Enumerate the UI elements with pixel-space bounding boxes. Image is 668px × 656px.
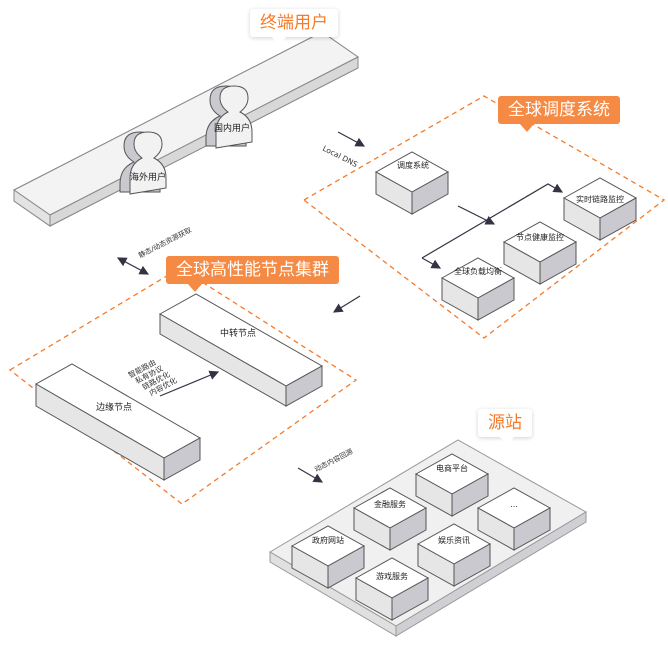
- static-dynamic-access-arrow: [116, 257, 150, 275]
- origin-callout: 源站: [478, 409, 532, 445]
- ecommerce-box: [414, 453, 490, 517]
- node-health-monitor-label: 节点健康监控: [516, 232, 564, 242]
- domestic-user-label: 国内用户: [214, 122, 250, 134]
- overseas-user-label: 海外用户: [130, 171, 166, 183]
- optimization-labels: 智能路由 私有协议 链路优化 内容优化: [126, 357, 179, 398]
- more-box: [476, 487, 552, 551]
- finance-label: 金融服务: [374, 499, 406, 509]
- static-dynamic-access-label: 静态/动态资源获取: [137, 225, 193, 260]
- cluster-callout: 全球高性能节点集群: [166, 256, 339, 292]
- edge-node-box: [34, 363, 202, 481]
- entertainment-label: 娱乐资讯: [438, 535, 470, 545]
- origin-title: 源站: [488, 413, 522, 433]
- dispatch-system-label: 调度系统: [397, 160, 429, 170]
- global-dispatch-callout: 全球调度系统: [498, 96, 620, 132]
- cluster-title: 全球高性能节点集群: [176, 260, 329, 280]
- end-user-platform: [13, 31, 359, 227]
- relay-node-box: [158, 293, 324, 407]
- local-dns-arrow: [337, 131, 366, 147]
- global-dispatch-title: 全球调度系统: [508, 100, 610, 120]
- relay-node-label: 中转节点: [220, 327, 256, 339]
- end-users-callout: 终端用户: [250, 9, 338, 45]
- global-load-balance-label: 全球负载均衡: [454, 266, 502, 276]
- realtime-link-monitor-box: [562, 177, 638, 241]
- edge-node-label: 边缘节点: [96, 401, 132, 413]
- more-label: ...: [510, 500, 518, 509]
- realtime-link-monitor-label: 实时链路监控: [576, 194, 624, 204]
- dispatch-connector-arrows: [421, 183, 564, 269]
- game-label: 游戏服务: [376, 571, 408, 581]
- node-health-monitor-box: [502, 221, 578, 285]
- dynamic-fetch-arrow: [297, 467, 324, 483]
- local-dns-label: Local DNS: [321, 144, 359, 169]
- node-cluster-region: [8, 267, 358, 505]
- domestic-user-icon: [205, 85, 253, 149]
- government-box: [290, 525, 366, 589]
- dynamic-fetch-label: 动态内容回源: [313, 447, 355, 474]
- entertainment-box: [416, 523, 492, 587]
- government-label: 政府网站: [312, 535, 344, 545]
- end-users-title: 终端用户: [260, 13, 328, 33]
- ecommerce-label: 电商平台: [436, 463, 468, 473]
- game-box: [354, 557, 430, 621]
- overseas-user-icon: [119, 131, 167, 195]
- global-dispatch-region: [302, 95, 666, 339]
- dispatch-system-box: [374, 151, 450, 215]
- global-load-balance-box: [440, 257, 516, 321]
- dispatch-to-cluster-arrow: [332, 295, 361, 313]
- finance-box: [352, 487, 428, 551]
- edge-to-relay-arrow: [159, 370, 220, 397]
